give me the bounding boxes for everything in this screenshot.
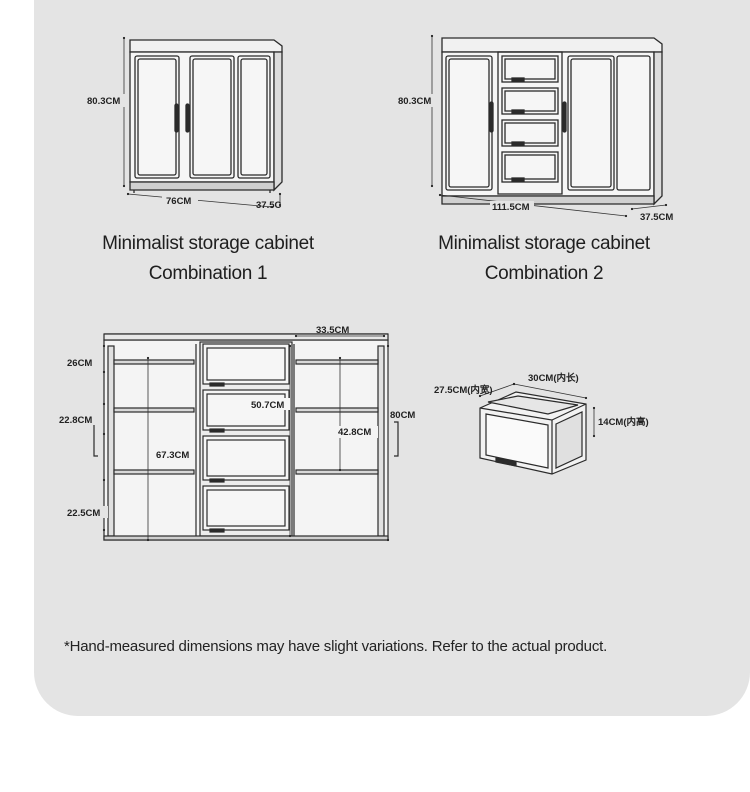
combo2-width-label: 111.5CM [492, 202, 530, 213]
combo1-caption-line1: Minimalist storage cabinet [102, 233, 314, 254]
drawer-illustration [479, 391, 587, 475]
interior-drawer-stack-label: 50.7CM [251, 400, 284, 411]
combo1-depth-label: 37.5C [256, 200, 281, 211]
combo1-caption-line2: Combination 1 [148, 263, 268, 284]
interior-drawer-width-label: 33.5CM [316, 325, 349, 336]
cabinet-combination-1 [129, 39, 283, 193]
interior-total-height-label: 80CM [390, 410, 415, 421]
interior-top-shelf-label: 26CM [67, 358, 92, 369]
combo2-caption-line2: Combination 2 [484, 263, 604, 284]
interior-mid-shelf-label: 22.8CM [59, 415, 92, 426]
drawer-length-label: 30CM(内长) [528, 372, 579, 384]
interior-left-height-label: 67.3CM [156, 450, 189, 461]
interior-right-height-label: 42.8CM [338, 427, 371, 438]
disclaimer-footnote: *Hand-measured dimensions may have sligh… [64, 638, 608, 655]
drawer-width-label: 27.5CM(内宽) [434, 384, 493, 396]
combo2-caption: Minimalist storage cabinet Combination 2 [394, 229, 694, 289]
combo2-height-label: 80.3CM [398, 96, 431, 107]
combo1-caption: Minimalist storage cabinet Combination 1 [58, 229, 358, 289]
combo2-caption-line1: Minimalist storage cabinet [438, 233, 650, 254]
interior-bottom-shelf-label: 22.5CM [67, 508, 100, 519]
combo1-width-label: 76CM [166, 196, 191, 207]
combo1-height-label: 80.3CM [87, 96, 120, 107]
combo2-depth-label: 37.5CM [640, 212, 673, 223]
cabinet-combination-2 [441, 37, 663, 206]
drawer-height-label: 14CM(内高) [598, 416, 649, 428]
